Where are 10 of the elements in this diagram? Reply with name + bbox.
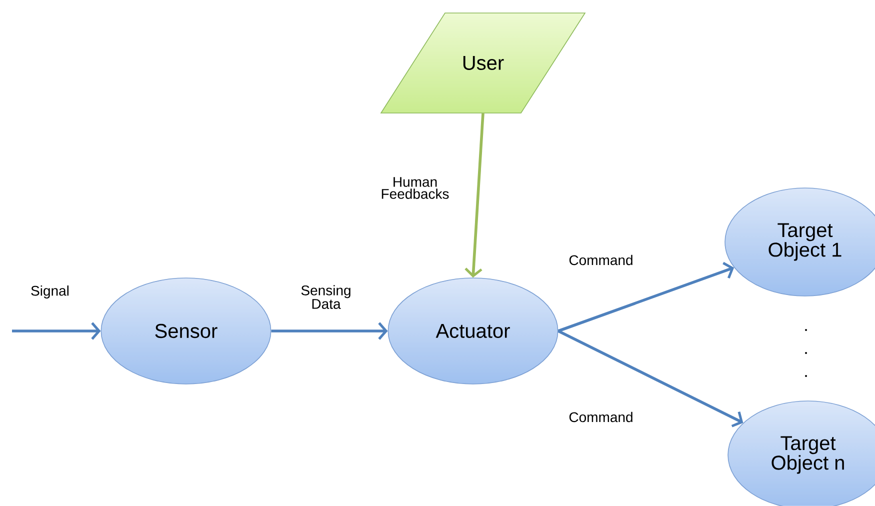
arrow (464, 113, 484, 278)
arrow (558, 330, 744, 428)
arrow (558, 262, 734, 332)
edge-label: Command (569, 254, 632, 266)
edge-label: Sensing Data (301, 285, 350, 309)
edge-label: Signal (31, 285, 69, 299)
edge-label: Command (569, 412, 632, 422)
edge-label: Human Feedbacks (382, 177, 449, 199)
arrow (271, 322, 388, 340)
arrow (12, 322, 101, 340)
